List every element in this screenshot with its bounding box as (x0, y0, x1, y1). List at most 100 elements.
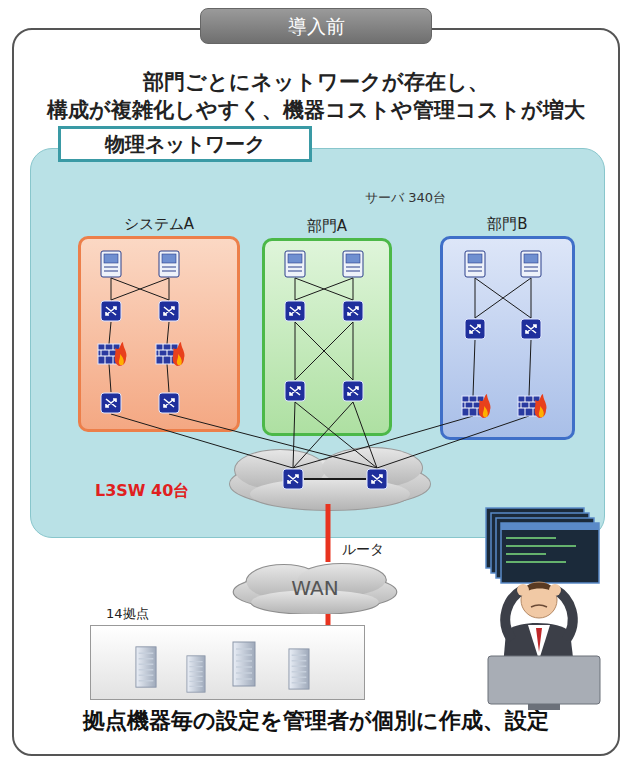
device-icons-part (285, 381, 305, 401)
device-icons-part (462, 394, 490, 418)
admin-illustration-part (505, 590, 522, 640)
wiring-part (475, 278, 531, 318)
router-link (326, 504, 331, 538)
wiring-part (295, 278, 353, 300)
wiring-part (167, 322, 169, 344)
admin-illustration-part (536, 628, 542, 652)
device-icons-part (159, 393, 179, 413)
count-note: L3SW 40台 (95, 481, 189, 502)
group-label: 部門A (265, 217, 389, 236)
device-icons-part (465, 319, 485, 339)
section-label-box: 物理ネットワーク (58, 126, 312, 162)
admin-illustration-part-part (491, 513, 589, 573)
device-icons-part (101, 251, 121, 277)
building-icons-part (233, 642, 255, 686)
router-link (326, 538, 331, 562)
wiring-part (111, 278, 169, 300)
device-icons-part (343, 301, 363, 321)
core-cloud-part-part (235, 450, 325, 490)
edge-label: ルータ (340, 541, 386, 559)
wiring-part (295, 322, 353, 380)
device-icons-part (98, 342, 126, 366)
admin-illustration-part (521, 582, 557, 618)
wiring-part (111, 278, 169, 300)
wiring-part (293, 402, 295, 468)
wiring-part (111, 278, 112, 300)
device-icons-part (465, 251, 485, 277)
wiring-part (304, 478, 366, 480)
group-label: 部門B (443, 215, 572, 234)
building-icons-part (289, 649, 309, 689)
building-icons (136, 642, 309, 692)
wiring-part (531, 278, 532, 318)
admin-illustration-part-part (501, 523, 599, 583)
admin-illustration-part (517, 584, 529, 596)
wiring-part (293, 402, 353, 468)
building-icons-part (136, 647, 156, 687)
core-cloud-part-part (230, 460, 430, 508)
group-box: 部門A (262, 238, 392, 436)
wiring-part (353, 278, 354, 300)
wiring-part (377, 416, 529, 468)
core-cloud-part (230, 448, 430, 510)
device-icons-part (343, 251, 363, 277)
admin-illustration (486, 508, 600, 710)
device-icons-part (518, 394, 546, 418)
wiring-part (353, 322, 354, 380)
wiring-part (169, 414, 377, 468)
admin-illustration-part (528, 704, 560, 710)
device-icons-part (101, 393, 121, 413)
heading-text: 部門ごとにネットワークが存在し、 構成が複雑化しやすく、機器コストや管理コストが… (44, 68, 589, 124)
device-icons-part (156, 342, 184, 366)
device-icons-part (521, 251, 541, 277)
device-icons-part (367, 469, 387, 489)
device-icons-part (159, 251, 179, 277)
network-panel: サーバ 340台L3SW 40台システムA部門A部門B (30, 148, 605, 538)
cloud-label: WAN (228, 576, 402, 600)
wiring-part (475, 278, 476, 318)
admin-illustration-part-part (496, 518, 594, 578)
wiring-part (295, 322, 296, 380)
device-icons-part (283, 469, 303, 489)
section-label: 物理ネットワーク (61, 131, 309, 158)
wiring-part (295, 278, 353, 300)
core-cloud-part-part (250, 478, 410, 510)
building-icons-part (187, 656, 205, 692)
device-icons-part (343, 381, 363, 401)
core-cloud-part-part (322, 448, 422, 488)
admin-illustration-part (488, 656, 600, 704)
wiring-part (109, 364, 111, 392)
device-icons-part (521, 319, 541, 339)
wiring-part (475, 278, 531, 318)
wiring-part (529, 340, 531, 396)
admin-illustration-part (528, 625, 550, 660)
device-icons-part (101, 301, 121, 321)
wan-cloud: WAN (228, 562, 402, 614)
admin-illustration-part-part (486, 508, 584, 568)
admin-illustration-part (486, 508, 599, 583)
wiring-part (169, 278, 170, 300)
core-cloud-part-part (250, 478, 410, 510)
wiring-part (295, 322, 353, 380)
admin-illustration-part (531, 605, 547, 607)
site-label: 14拠点 (106, 605, 149, 623)
admin-illustration-part (500, 623, 578, 700)
device-icons-part (285, 301, 305, 321)
wiring-part (109, 322, 111, 344)
core-cloud-part (230, 448, 430, 510)
wiring-part (167, 364, 169, 392)
device-icons (98, 251, 546, 489)
admin-illustration-part (506, 538, 576, 562)
core-cloud-part-part (235, 450, 325, 490)
site-box: 14拠点 (90, 625, 365, 700)
wiring-part (295, 278, 296, 300)
wan-link (326, 614, 331, 625)
device-icons-part (159, 301, 179, 321)
group-box: システムA (78, 236, 240, 432)
admin-illustration-part (556, 590, 573, 640)
wiring-part (473, 340, 475, 396)
admin-illustration-part (501, 523, 599, 530)
outer-frame: 導入前部門ごとにネットワークが存在し、 構成が複雑化しやすく、機器コストや管理コ… (12, 28, 620, 756)
wiring-part (295, 402, 377, 468)
wiring-part (353, 402, 377, 468)
